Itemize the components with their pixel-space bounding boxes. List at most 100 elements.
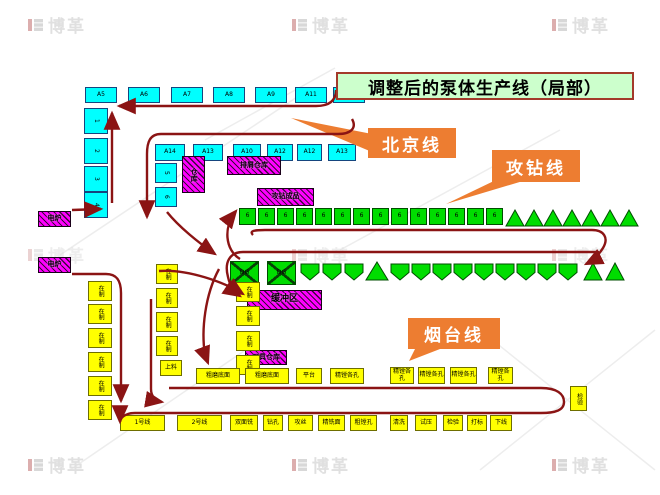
brand-logo-icon bbox=[28, 458, 43, 471]
brand-logo-icon bbox=[292, 458, 307, 471]
bottom-station-box: 检验 bbox=[443, 415, 463, 431]
product-triangle bbox=[581, 209, 601, 227]
brand-logo-icon bbox=[28, 18, 43, 31]
product-triangle bbox=[365, 261, 389, 281]
product-square: 6 bbox=[296, 208, 313, 225]
product-square: 6 bbox=[429, 208, 446, 225]
machine-box: A9 bbox=[255, 87, 287, 103]
bottom-station-box: 2号线 bbox=[177, 415, 222, 431]
bottom-station-box: 攻丝 bbox=[288, 415, 313, 431]
product-triangle bbox=[600, 209, 620, 227]
product-square: 6 bbox=[315, 208, 332, 225]
machine-box: A6 bbox=[128, 87, 160, 103]
wip-box: 在制 bbox=[156, 264, 178, 284]
machine-box: 1 bbox=[84, 108, 108, 134]
bottom-station-box: 精铣面 bbox=[318, 415, 345, 431]
machine-box: A5 bbox=[85, 87, 117, 103]
storage-chip-warehouse: 排屑仓库 bbox=[227, 156, 281, 175]
bottom-station-box: 1号线 bbox=[120, 415, 165, 431]
machining-station-box: 精镗各孔 bbox=[390, 367, 414, 384]
diagram-title: 调整后的泵体生产线（局部） bbox=[336, 72, 634, 100]
storage-rack: 仓库 bbox=[182, 156, 205, 193]
product-square: 6 bbox=[448, 208, 465, 225]
machining-station-box: 精镗各孔 bbox=[418, 367, 445, 384]
product-square: 6 bbox=[353, 208, 370, 225]
wip-box: 在制 bbox=[236, 331, 260, 351]
machining-station-box: 精镗各孔 bbox=[330, 368, 364, 384]
brand-watermark: 博革 bbox=[552, 452, 610, 477]
furnace-box: 电炉 bbox=[38, 211, 71, 227]
bottom-station-box: 打标 bbox=[467, 415, 487, 431]
brand-watermark-text: 博革 bbox=[48, 457, 86, 477]
product-square: 6 bbox=[486, 208, 503, 225]
machine-box: 2 bbox=[84, 138, 108, 164]
machining-station-box: 上料 bbox=[160, 360, 182, 376]
machine-box: A13 bbox=[328, 144, 356, 161]
product-pentagon bbox=[390, 263, 410, 281]
product-square: 6 bbox=[410, 208, 427, 225]
bottom-station-box: 钻孔 bbox=[263, 415, 283, 431]
machining-station-box: 平台 bbox=[296, 368, 322, 384]
wip-box: 在制 bbox=[156, 312, 178, 332]
product-pentagon bbox=[411, 263, 431, 281]
product-pentagon bbox=[516, 263, 536, 281]
inspection-station-box: 检验 bbox=[570, 386, 587, 411]
product-pentagon bbox=[474, 263, 494, 281]
product-square: 6 bbox=[334, 208, 351, 225]
product-pentagon bbox=[495, 263, 515, 281]
bottom-station-box: 下线 bbox=[490, 415, 512, 431]
product-triangle bbox=[605, 262, 625, 281]
wip-box: 在制 bbox=[88, 352, 112, 372]
product-square: 6 bbox=[258, 208, 275, 225]
wip-box: 在制 bbox=[88, 304, 112, 324]
brand-logo-icon bbox=[552, 458, 567, 471]
product-square: 6 bbox=[277, 208, 294, 225]
product-triangle bbox=[619, 209, 639, 227]
brand-watermark: 博革 bbox=[28, 452, 86, 477]
machining-station-box: 粗磨底面 bbox=[196, 368, 240, 384]
brand-watermark-text: 博革 bbox=[312, 457, 350, 477]
machine-box: 4 bbox=[84, 192, 108, 218]
machine-box: A7 bbox=[171, 87, 203, 103]
wip-box: 在制 bbox=[236, 282, 260, 302]
product-pentagon bbox=[300, 263, 320, 281]
callout-beijing-line: 北京线 bbox=[368, 128, 456, 158]
bottom-station-box: 清洗 bbox=[390, 415, 408, 431]
machining-station-box: 精镗各孔 bbox=[450, 367, 477, 384]
machine-box: A12 bbox=[297, 144, 322, 161]
product-triangle bbox=[543, 209, 563, 227]
brand-watermark-text: 博革 bbox=[48, 17, 86, 37]
machine-box: 3 bbox=[84, 166, 108, 192]
wip-box: 在制 bbox=[88, 376, 112, 396]
brand-logo-icon bbox=[552, 18, 567, 31]
wip-box: 在制 bbox=[156, 336, 178, 356]
product-pentagon bbox=[322, 263, 342, 281]
bottom-station-box: 试压 bbox=[415, 415, 437, 431]
machine-box: 5 bbox=[155, 163, 177, 183]
machine-box: 6 bbox=[155, 187, 177, 207]
furnace-box: 电炉 bbox=[38, 257, 71, 273]
callout-drill-line: 攻钻线 bbox=[492, 150, 580, 182]
bottom-station-box: 双面铣 bbox=[230, 415, 258, 431]
product-square: 6 bbox=[372, 208, 389, 225]
brand-logo-icon bbox=[292, 18, 307, 31]
product-pentagon bbox=[344, 263, 364, 281]
product-triangle bbox=[524, 209, 544, 227]
brand-watermark-text: 博革 bbox=[572, 457, 610, 477]
product-pentagon bbox=[558, 263, 578, 281]
product-square: 6 bbox=[467, 208, 484, 225]
brand-watermark-text: 博革 bbox=[312, 17, 350, 37]
callout-yantai-line: 烟台线 bbox=[408, 318, 500, 349]
wip-box: 在制 bbox=[88, 328, 112, 348]
brand-watermark: 博革 bbox=[28, 12, 86, 37]
machine-box: A14 bbox=[155, 144, 185, 161]
brand-logo-icon bbox=[552, 248, 567, 261]
machining-station-box: 精镗各孔 bbox=[488, 367, 513, 384]
wip-box: 在制 bbox=[88, 281, 112, 301]
storage-finished-goods: 攻钻成品 bbox=[257, 188, 314, 206]
product-triangle bbox=[583, 262, 603, 281]
bottom-station-box: 粗镗孔 bbox=[350, 415, 377, 431]
machine-box: A8 bbox=[213, 87, 245, 103]
machine-box: A11 bbox=[295, 87, 327, 103]
product-square: 6 bbox=[239, 208, 256, 225]
